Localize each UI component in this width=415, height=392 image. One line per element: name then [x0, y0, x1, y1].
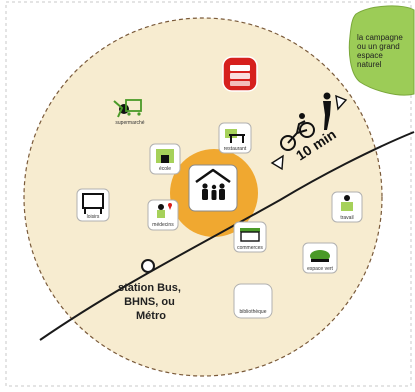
shopping-cart-icon: supermarché	[113, 99, 145, 126]
leisure-icon: loisirs	[76, 188, 110, 222]
doctor-label: médecins	[152, 222, 174, 228]
work-icon: travail	[331, 191, 363, 223]
family-house-icon	[188, 164, 238, 212]
leisure-label: loisirs	[87, 214, 100, 220]
shops-label: commerces	[237, 245, 263, 251]
transit-line	[39, 131, 415, 341]
travel-arrow-right-icon	[335, 94, 348, 111]
school-label: école	[159, 166, 171, 172]
shop-icon: commerces	[233, 221, 267, 253]
cinema-seats-icon	[222, 56, 258, 92]
pedestrian-icon	[323, 92, 331, 130]
station-label: station Bus, BHNS, ou Métro	[118, 282, 184, 322]
travel-arrow-left-icon	[270, 154, 284, 171]
restaurant-icon: restaurant	[218, 122, 252, 154]
library-label: bibliothèque	[240, 309, 267, 315]
countryside-label: la campagne ou un grand espace naturel	[357, 33, 405, 69]
green-space-label: espace vert	[307, 266, 333, 272]
park-icon: espace vert	[302, 242, 338, 274]
restaurant-label: restaurant	[224, 146, 247, 152]
cyclist-icon	[280, 113, 315, 151]
work-label: travail	[340, 215, 353, 221]
countryside-blob	[348, 5, 415, 96]
doctor-icon: médecins	[147, 199, 179, 231]
school-icon: école	[149, 143, 181, 175]
supermarket-label: supermarché	[115, 120, 144, 126]
library-icon: bibliothèque	[233, 283, 273, 319]
station-stop-marker	[141, 259, 155, 273]
